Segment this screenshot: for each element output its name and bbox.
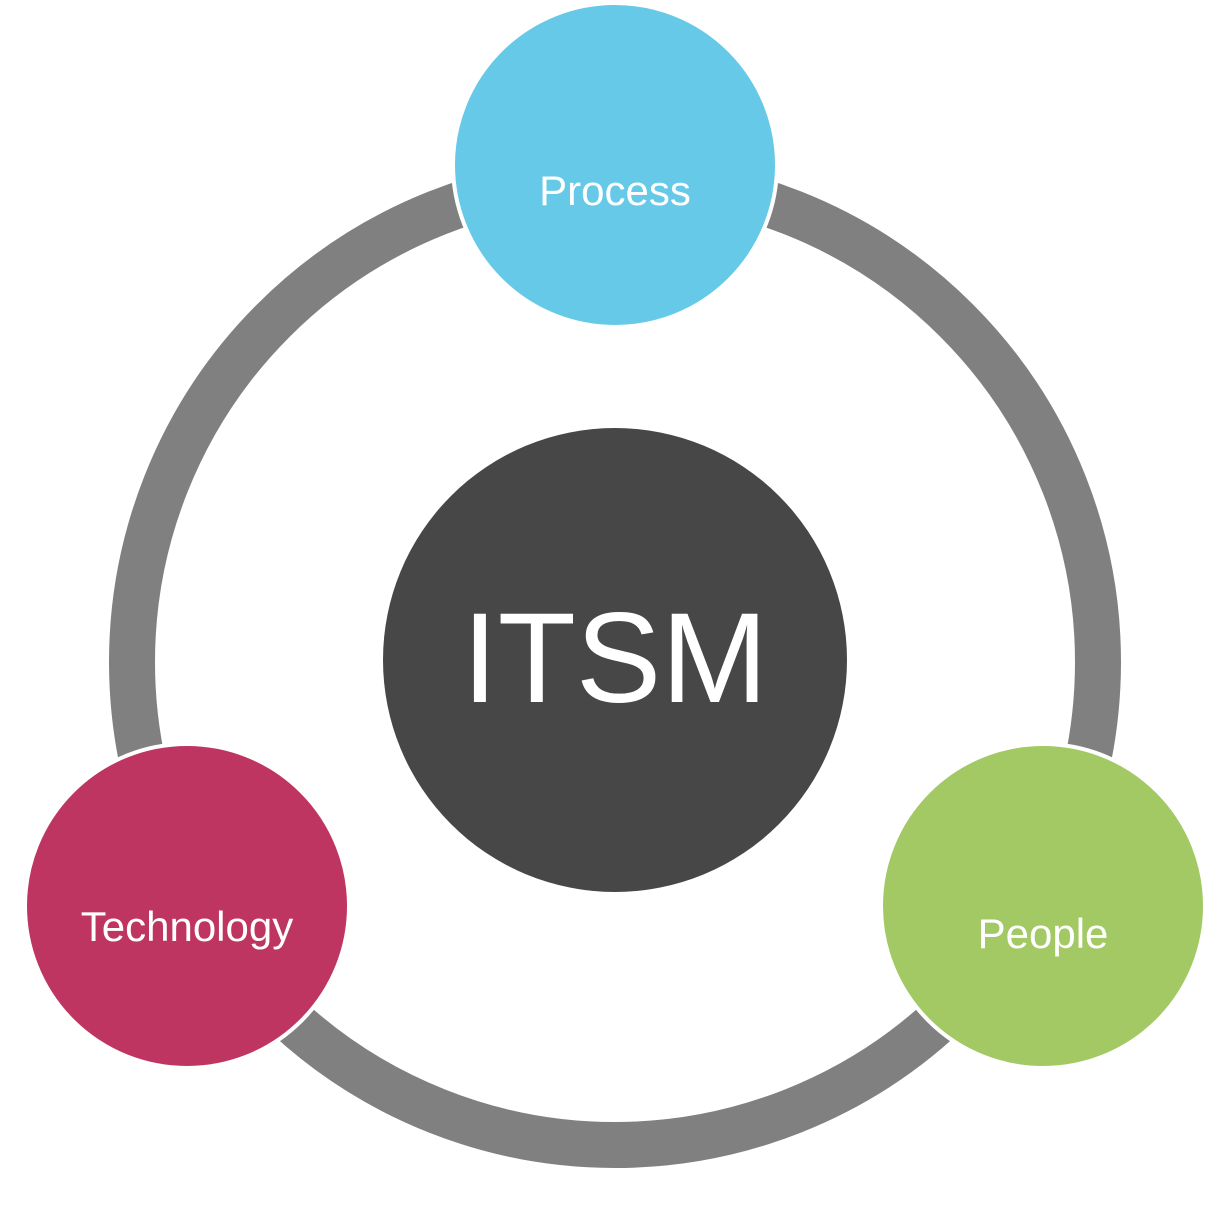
node-technology: Technology <box>23 742 351 1070</box>
center-node: ITSM <box>383 428 847 892</box>
node-process-label: Process <box>539 167 691 214</box>
center-circle <box>383 428 847 892</box>
node-technology-circle <box>23 742 351 1070</box>
center-label: ITSM <box>462 587 768 730</box>
node-process-circle <box>451 1 779 329</box>
node-people-label: People <box>978 910 1109 957</box>
node-people: People <box>879 742 1207 1070</box>
node-process: Process <box>451 1 779 329</box>
node-people-circle <box>879 742 1207 1070</box>
node-technology-label: Technology <box>81 903 293 950</box>
